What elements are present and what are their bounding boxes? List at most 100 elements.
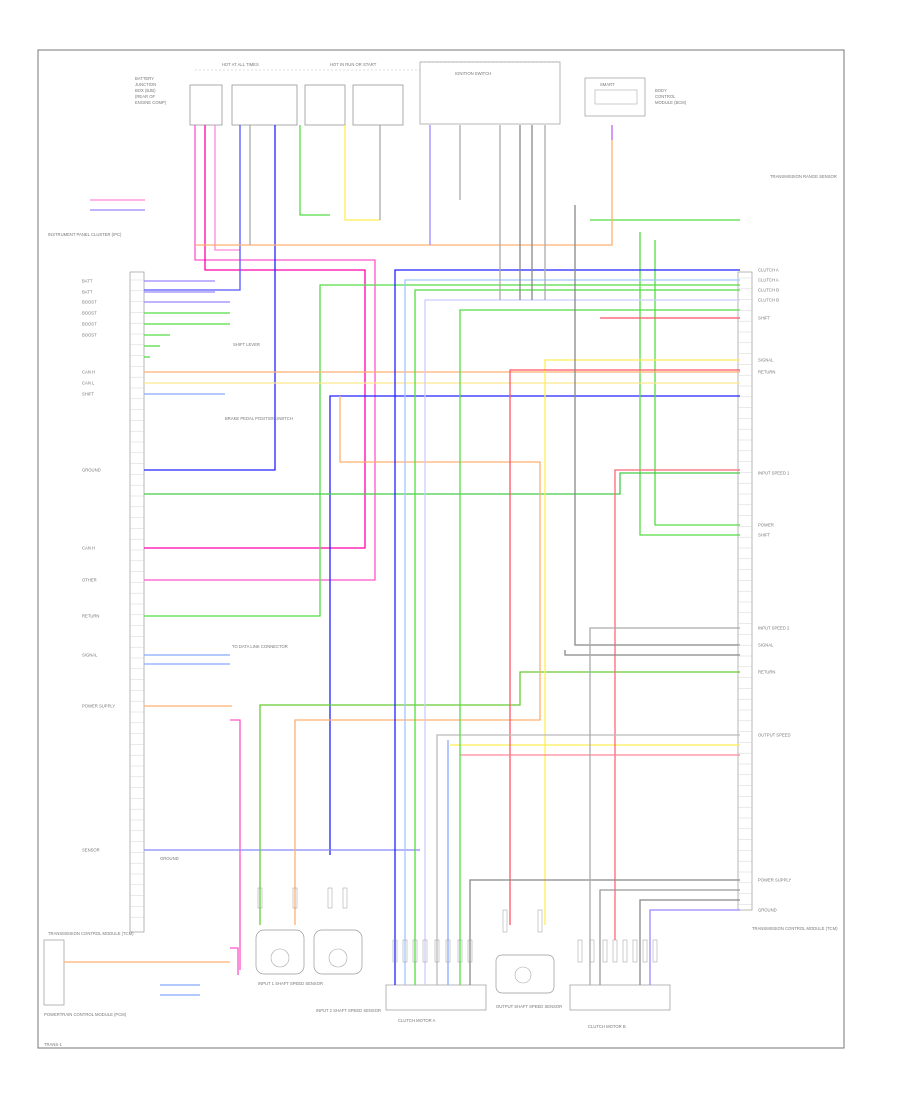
sensor-pin-stub (257, 887, 263, 909)
left-pin-label: SIGNAL (82, 653, 98, 658)
clutch-b-pin-stub (602, 939, 608, 963)
right-pin-label: POWER SUPPLY (758, 878, 791, 883)
wire-magenta-1 (144, 125, 366, 549)
tcm-left-label: TRANSMISSION CONTROL MODULE (TCM) (48, 931, 134, 936)
left-pin-label: GROUND (82, 468, 101, 473)
range-sensor-label: TRANSMISSION RANGE SENSOR (770, 174, 837, 179)
clutch-b-pin-stub (642, 939, 648, 963)
left-pin-labels: BATT BATT BOOST BOOST BOOST BOOST CAN H CAN L SH… (82, 279, 115, 853)
left-pin-label: OTHER (82, 578, 97, 583)
left-connector-pins (130, 279, 144, 918)
wires (64, 125, 740, 996)
left-pin-label: BOOST (82, 322, 97, 327)
left-pin-label: BATT (82, 279, 93, 284)
fuse-box-4 (352, 84, 404, 126)
left-pin-label: BOOST (82, 311, 97, 316)
clutch-a-pin-stub (422, 939, 428, 963)
clutch-a-pin-stub (434, 939, 440, 963)
wire-yellow-1 (544, 359, 740, 925)
left-pin-label: BOOST (82, 300, 97, 305)
right-pin-label: RETURN (758, 370, 775, 375)
clutch-b-pin-stub (577, 939, 583, 963)
left-pin-label: CAN H (82, 546, 95, 551)
pcm-bottom-box: TRANSMISSION CONTROL MODULE (TCM) POWERT… (43, 931, 134, 1047)
svg-text:JUNCTION: JUNCTION (135, 82, 156, 87)
right-pin-label: SIGNAL (758, 643, 774, 648)
clutch-motor-b (569, 984, 671, 1011)
left-pin-label: BOOST (82, 333, 97, 338)
right-pin-label: SHIFT (758, 316, 771, 321)
sensor-pin-stub (292, 887, 298, 909)
clutch-b-pin-stub (652, 939, 658, 963)
left-pin-label: POWER SUPPLY (82, 704, 115, 709)
left-pin-label: CAN H (82, 370, 95, 375)
right-pin-label: CLUTCH A (758, 268, 779, 273)
sensor-pin-stub (342, 887, 348, 909)
output-speed-label: OUTPUT SHAFT SPEED SENSOR (496, 1004, 562, 1009)
clutch-a-pin-stub (445, 939, 451, 963)
svg-text:BATTERY: BATTERY (135, 76, 154, 81)
clutch-b-pin-stub (632, 939, 638, 963)
clutch-a-pin-stub (467, 939, 473, 963)
brake-switch-label: BRAKE PEDAL POSITION SWITCH (225, 416, 293, 421)
bottom-components: INPUT 1 SHAFT SPEED SENSOR INPUT 2 SHAFT… (255, 929, 671, 1029)
right-pin-label: OUTPUT SPEED (758, 733, 791, 738)
input-shaft-sensor-2 (313, 929, 363, 975)
fuse-box-3 (304, 84, 346, 126)
clutch-a-pin-stub (412, 939, 418, 963)
left-pin-label: CAN L (82, 381, 95, 386)
fuse-box-2 (231, 84, 298, 126)
wire-blue-2 (329, 395, 740, 855)
right-pin-label: GROUND (758, 908, 777, 913)
left-pin-label: BATT (82, 290, 93, 295)
ground-label: GROUND (160, 856, 179, 861)
right-pin-label: CLUTCH A (758, 278, 779, 283)
right-pin-label: SIGNAL (758, 358, 774, 363)
right-pin-label: INPUT SPEED 2 (758, 626, 790, 631)
svg-text:ENGINE COMP): ENGINE COMP) (135, 100, 167, 105)
clutch-b-pin-stub (622, 939, 628, 963)
right-connector-pins (738, 277, 752, 905)
tcm-right-label: TRANSMISSION CONTROL MODULE (TCM) (752, 926, 838, 931)
diagram-frame (37, 49, 845, 1049)
left-pin-label: RETURN (82, 614, 99, 619)
input-shaft-1-label: INPUT 1 SHAFT SPEED SENSOR (258, 981, 323, 986)
right-pin-label: POWER (758, 523, 774, 528)
svg-text:CONTROL: CONTROL (655, 94, 676, 99)
right-pin-label: SHIFT (758, 533, 771, 538)
wire-orange-1 (195, 140, 613, 246)
wire-green-3 (259, 671, 740, 925)
clutch-a-pin-stub (402, 939, 408, 963)
clutch-a-pin-stub (392, 939, 398, 963)
wire-pink-1 (144, 125, 376, 581)
left-pin-label: SENSOR (82, 848, 100, 853)
right-pin-label: RETURN (758, 670, 775, 675)
svg-text:BOX (BJB): BOX (BJB) (135, 88, 156, 93)
clutch-b-pin-stub (612, 939, 618, 963)
tcm-right-connector: TRANSMISSION RANGE SENSOR TRANSMISSION C… (737, 174, 838, 931)
clutch-a-pin-stub (457, 939, 463, 963)
ignition-switch-label: IGNITION SWITCH (455, 71, 491, 76)
ignition-switch-box (419, 61, 561, 125)
data-link-label: TO DATA LINK CONNECTOR (232, 644, 288, 649)
bottom-wire-connectors (257, 887, 658, 963)
hot-at-all-times-label: HOT AT ALL TIMES (222, 62, 259, 67)
instrument-cluster-label: INSTRUMENT PANEL CLUSTER (IPC) (48, 232, 122, 237)
left-pin-label: SHIFT (82, 392, 95, 397)
input-shaft-2-label: INPUT 2 SHAFT SPEED SENSOR (316, 1008, 381, 1013)
page-code: TRANS-1 (44, 1042, 63, 1047)
right-pin-label: CLUTCH B (758, 298, 779, 303)
shift-lever-label: SHIFT LEVER (233, 342, 260, 347)
pcm-left-connector: INSTRUMENT PANEL CLUSTER (IPC) (48, 232, 145, 933)
svg-text:(REAR OF: (REAR OF (135, 94, 155, 99)
wire-green-1 (144, 284, 740, 617)
wire-pink-2 (230, 719, 241, 970)
output-sensor-pin-stub (537, 909, 543, 933)
pcm-label: POWERTRAIN CONTROL MODULE (PCM) (44, 1012, 127, 1017)
output-shaft-sensor (495, 954, 555, 994)
wire-blue-1 (144, 125, 276, 471)
right-pin-label: INPUT SPEED 1 (758, 471, 790, 476)
output-sensor-pin-stub (502, 909, 508, 933)
